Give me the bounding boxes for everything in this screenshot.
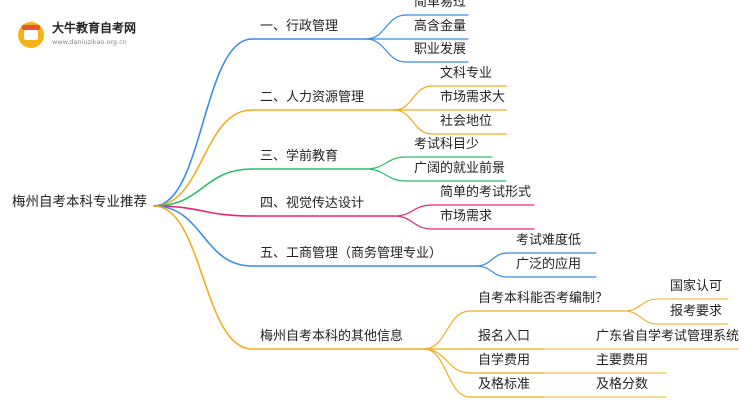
subtopic-2-3: 社会地位 xyxy=(440,114,493,129)
subtopic-connector-2-1 xyxy=(393,85,433,111)
branch-connector-2 xyxy=(153,109,253,207)
branch-topic-3: 三、学前教育 xyxy=(260,149,339,164)
detail-connector-1-1 xyxy=(623,298,659,312)
subtopic-connector-3-2 xyxy=(365,168,407,182)
subtopic-6-2: 报名入口 xyxy=(478,329,531,344)
subtopic-6-1: 自考本科能否考编制？ xyxy=(478,291,609,306)
detail-4-1: 及格分数 xyxy=(596,377,649,392)
logo-name: 大牛教育自考网 xyxy=(52,21,137,35)
detail-1-2: 报考要求 xyxy=(670,304,723,319)
subtopic-2-1: 文科专业 xyxy=(440,66,493,81)
branch-connector-4 xyxy=(153,205,253,217)
subtopic-3-1: 考试科目少 xyxy=(414,137,480,152)
branch-topic-6: 梅州自考本科的其他信息 xyxy=(260,329,404,344)
subtopic-connector-4-1 xyxy=(393,204,433,217)
detail-connector-1-2 xyxy=(623,310,659,325)
subtopic-6-4: 及格标准 xyxy=(478,377,531,392)
subtopic-connector-1-1 xyxy=(365,14,407,40)
branch-topic-1: 一、行政管理 xyxy=(260,19,339,34)
logo-page-shape xyxy=(24,30,38,40)
detail-2-1: 广东省自学考试管理系统 xyxy=(596,329,740,344)
branch-connector-5 xyxy=(153,205,253,267)
logo-url: www.daniuzikao.org.cn xyxy=(52,38,127,46)
branch-topic-4: 四、视觉传达设计 xyxy=(260,196,365,211)
subtopic-connector-2-3 xyxy=(393,109,433,135)
root-topic: 梅州自考本科专业推荐 xyxy=(12,194,147,210)
branch-connector-3 xyxy=(153,168,253,207)
logo-book-icon xyxy=(18,22,44,48)
subtopic-3-2: 广阔的就业前景 xyxy=(414,161,506,176)
subtopic-2-2: 市场需求大 xyxy=(440,90,506,105)
subtopic-5-2: 广泛的应用 xyxy=(516,257,582,272)
subtopic-4-2: 市场需求 xyxy=(440,209,493,224)
subtopic-1-3: 职业发展 xyxy=(414,42,467,57)
subtopic-connector-6-1 xyxy=(423,310,471,350)
subtopic-1-1: 简单易过 xyxy=(414,0,467,10)
subtopic-connector-3-1 xyxy=(365,156,407,170)
subtopic-5-1: 考试难度低 xyxy=(516,233,582,248)
subtopic-4-1: 简单的考试形式 xyxy=(440,185,532,200)
detail-3-1: 主要费用 xyxy=(596,353,649,368)
subtopic-connector-1-3 xyxy=(365,38,407,63)
subtopic-connector-4-2 xyxy=(393,215,433,230)
branch-connector-6 xyxy=(153,205,253,350)
subtopic-connector-5-1 xyxy=(475,252,509,267)
subtopic-6-3: 自学费用 xyxy=(478,353,531,368)
logo-cap-shape xyxy=(22,25,40,30)
subtopic-1-2: 高含金量 xyxy=(414,19,467,34)
branch-topic-2: 二、人力资源管理 xyxy=(260,90,365,105)
subtopic-connector-5-2 xyxy=(475,265,509,278)
subtopic-connector-6-4 xyxy=(423,348,471,398)
detail-1-1: 国家认可 xyxy=(670,279,723,294)
site-logo: 大牛教育自考网 www.daniuzikao.org.cn xyxy=(18,18,178,52)
branch-connector-1 xyxy=(153,38,253,207)
subtopic-connector-6-3 xyxy=(423,348,471,374)
branch-topic-5: 五、工商管理（商务管理专业） xyxy=(260,246,443,261)
